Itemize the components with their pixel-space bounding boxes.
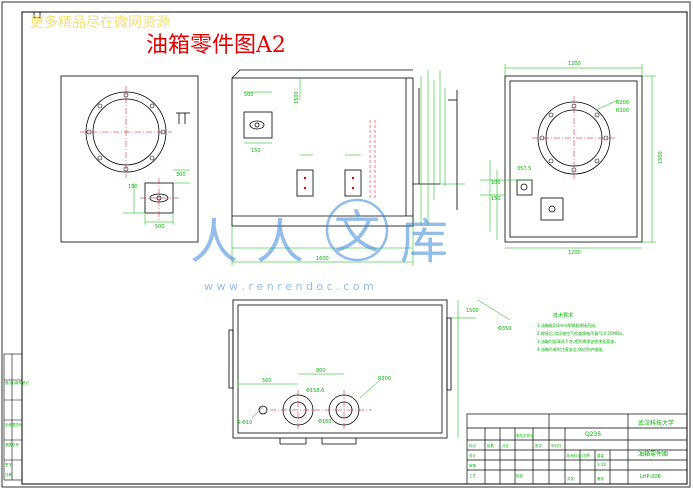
main-title: 油箱零件图A2 [146, 33, 286, 58]
tech-notes-title: 技术要求 [553, 312, 573, 319]
bottom-view-centerlines [270, 390, 372, 430]
dim-bottom-edge: 1500 [466, 308, 479, 314]
title-block-cells: 标记 处数 分区 更改文件号 签名 年月日 设计 审核 工艺 批准 阶段标记 重… [469, 433, 605, 481]
title-scale-value: 1:10 [597, 462, 606, 467]
dim-bottom-r: R200 [378, 376, 391, 382]
front-view-marks [303, 176, 355, 190]
cell-3: 更改文件号 [516, 433, 534, 438]
strip-label-1: 旧底图总号 [5, 422, 23, 427]
dim-side-small-1: 150 [491, 196, 501, 202]
dim-bottom-small: 4-Φ10 [237, 420, 252, 426]
title-scale-label: 比例 [582, 452, 590, 458]
front-view [231, 69, 440, 227]
cell-7: 审核 [469, 463, 477, 468]
side-view [448, 75, 643, 243]
title-drawing-no: LHP-006 [640, 474, 661, 480]
dim-side-top: 1200 [568, 61, 581, 67]
strip-label-2: 底图总号 [5, 442, 19, 447]
dim-bottom-w: 800 [316, 368, 326, 374]
tech-notes-line-4: 4.油箱吊装时注意安全,做好防护措施。 [537, 346, 606, 352]
dim-bottom-d3: Φ150 [318, 419, 331, 425]
cell-1: 处数 [487, 443, 495, 448]
cell-13: 第张 [597, 476, 605, 481]
watermark-char-2: 人 [256, 214, 304, 270]
left-strip [3, 353, 23, 481]
tech-notes-line-2: 2.焊接后,用压缩空气检查焊缝不漏气(0.25MPa)。 [537, 330, 626, 336]
dim-left-a: 300 [176, 172, 186, 178]
cell-8: 工艺 [469, 473, 477, 478]
cell-4: 签名 [535, 443, 542, 448]
strip-label-3: 签字 [5, 462, 12, 467]
inner-frame [21, 11, 688, 485]
watermark-ring [325, 198, 389, 262]
dim-front-vert: 1500 [294, 91, 300, 104]
dim-right-note: Φ350 [498, 326, 511, 332]
watermark-char-4: 库 [400, 214, 448, 270]
cell-9: 批准 [516, 473, 524, 478]
cell-5: 年月日 [551, 443, 562, 448]
bottom-view-dims [237, 299, 511, 438]
title-part-name: 油箱零件图 [638, 450, 668, 458]
faded-header: 更多精品尽在微网资源 [30, 14, 170, 31]
side-view-centerlines [532, 96, 616, 180]
dim-side-w: 1200 [568, 250, 581, 256]
cell-6: 设计 [469, 453, 477, 458]
dim-side-r2: R100 [616, 108, 629, 114]
dim-left-c: 500 [155, 224, 165, 230]
dim-bottom-left: 500 [262, 378, 272, 384]
dim-side-r1: R200 [616, 100, 629, 106]
bottom-view [228, 299, 452, 445]
watermark-url: w w w . r e n r e n d o c . c o m [204, 280, 374, 293]
cell-0: 标记 [469, 443, 477, 448]
title-school: 武汉科技大学 [638, 419, 674, 427]
watermark: 人 人 文 库 w w w . r e n r e n d o c . c o … [190, 198, 448, 293]
strip-label-4: 日期 [5, 472, 12, 477]
left-view-dims [123, 169, 190, 225]
dim-left-b: 150 [128, 184, 138, 190]
dim-bottom-d1: Φ158.6 [306, 388, 324, 394]
dim-side-mid: 357.5 [517, 166, 531, 172]
watermark-char-3: 文 [334, 205, 380, 259]
tech-notes-line-3: 3.油箱内部清洗干净,喷防锈漆油底漆及面漆。 [537, 338, 618, 344]
title-block [466, 413, 688, 485]
corner-mark [33, 11, 41, 19]
cell-2: 分区 [502, 443, 510, 448]
cell-10: 阶段标记 [567, 453, 581, 458]
strip-label-0: 借(通)用件登记 [5, 380, 29, 385]
left-strip-labels: 借(通)用件登记 旧底图总号 底图总号 签字 日期 [5, 380, 29, 477]
tech-notes: 技术要求 1.油箱板用3mm厚钢板焊接而成。 2.焊接后,用压缩空气检查焊缝不漏… [537, 312, 626, 352]
cell-12: 共张 [567, 476, 575, 481]
dim-front-top-left: 500 [244, 92, 254, 98]
title-material: Q235 [585, 431, 601, 438]
front-view-dashes [369, 120, 376, 200]
dim-front-box-w: 150 [251, 148, 261, 154]
left-view-centerlines [80, 86, 180, 220]
side-view-dims [480, 64, 656, 249]
left-view [60, 75, 199, 243]
dim-side-h: 1500 [658, 151, 664, 164]
dim-front-bottom-total: 1600 [316, 256, 329, 262]
watermark-char-1: 人 [190, 214, 238, 270]
dim-side-small-2: 100 [491, 180, 501, 186]
cell-11: 重量 [597, 453, 605, 458]
tech-notes-line-1: 1.油箱板用3mm厚钢板焊接而成。 [537, 322, 599, 328]
